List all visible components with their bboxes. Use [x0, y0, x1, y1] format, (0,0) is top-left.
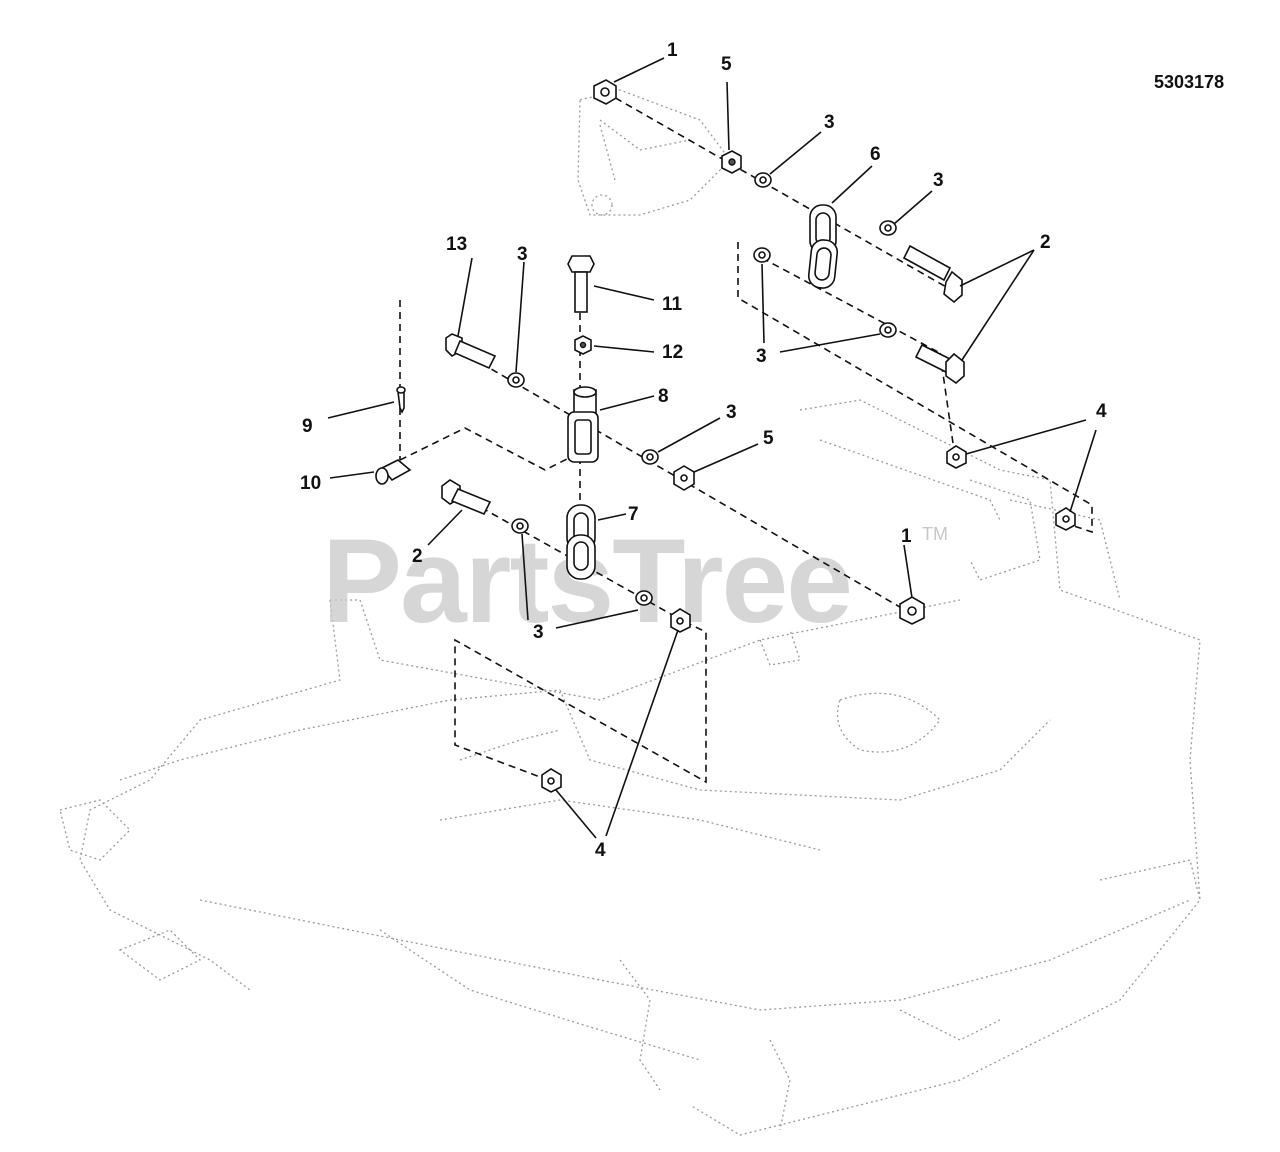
callout-3: 3 — [933, 170, 944, 191]
washer-part — [507, 372, 525, 388]
callout-11: 11 — [662, 294, 683, 315]
watermark-tm: TM — [922, 524, 948, 544]
washer-part — [635, 590, 653, 606]
washer-part — [754, 172, 772, 188]
callout-7: 7 — [628, 504, 639, 525]
clevis-pin-part — [375, 459, 412, 485]
callouts: 1 5 3 6 3 2 3 4 13 3 11 12 8 3 5 9 10 7 … — [300, 40, 1107, 861]
callout-1: 1 — [667, 40, 678, 61]
callout-2: 2 — [1040, 232, 1051, 253]
washer-part — [879, 322, 897, 338]
chain-part — [566, 504, 596, 580]
callout-3: 3 — [824, 112, 835, 133]
callout-3: 3 — [756, 346, 767, 367]
hex-bolt-part — [445, 333, 497, 370]
washer-part — [879, 220, 897, 236]
bolt-part — [567, 255, 595, 313]
leader-lines — [327, 57, 1097, 839]
hex-bolt-part — [914, 343, 965, 385]
callout-8: 8 — [658, 386, 669, 407]
flange-nut-part — [673, 465, 695, 491]
watermark: PartsTree TM — [322, 514, 948, 648]
callout-6: 6 — [870, 144, 881, 165]
cotter-pin-part — [396, 386, 406, 414]
mower-deck-outline — [59, 89, 1201, 1136]
callout-5: 5 — [763, 428, 774, 449]
flange-nut-part — [899, 596, 925, 625]
diagram-reference-number: 5303178 — [1154, 72, 1224, 92]
clevis-part — [567, 386, 599, 463]
callout-2: 2 — [412, 546, 423, 567]
flange-nut-part — [593, 79, 617, 105]
callout-3: 3 — [726, 402, 737, 423]
hex-bolt-part — [441, 479, 492, 516]
parts — [375, 79, 1076, 793]
callout-1: 1 — [901, 526, 912, 547]
washer-part — [641, 449, 659, 465]
callout-5: 5 — [721, 54, 732, 75]
washer-part — [511, 518, 529, 534]
washer-part — [753, 247, 771, 263]
callout-4: 4 — [1096, 401, 1107, 422]
hex-bolt-part — [902, 244, 963, 304]
callout-10: 10 — [300, 473, 321, 494]
flange-nut-part — [1055, 507, 1076, 531]
assembly-lines — [399, 91, 1093, 784]
callout-9: 9 — [302, 416, 313, 437]
chain-part — [807, 204, 839, 289]
callout-3: 3 — [533, 622, 544, 643]
lock-nut-part — [721, 150, 742, 174]
callout-12: 12 — [662, 342, 683, 363]
flange-nut-part — [946, 445, 967, 469]
flange-nut-part — [541, 768, 562, 793]
callout-13: 13 — [446, 234, 467, 255]
callout-4: 4 — [595, 840, 606, 861]
callout-3: 3 — [517, 244, 528, 265]
nut-part — [574, 335, 592, 355]
flange-nut-part — [670, 608, 691, 633]
